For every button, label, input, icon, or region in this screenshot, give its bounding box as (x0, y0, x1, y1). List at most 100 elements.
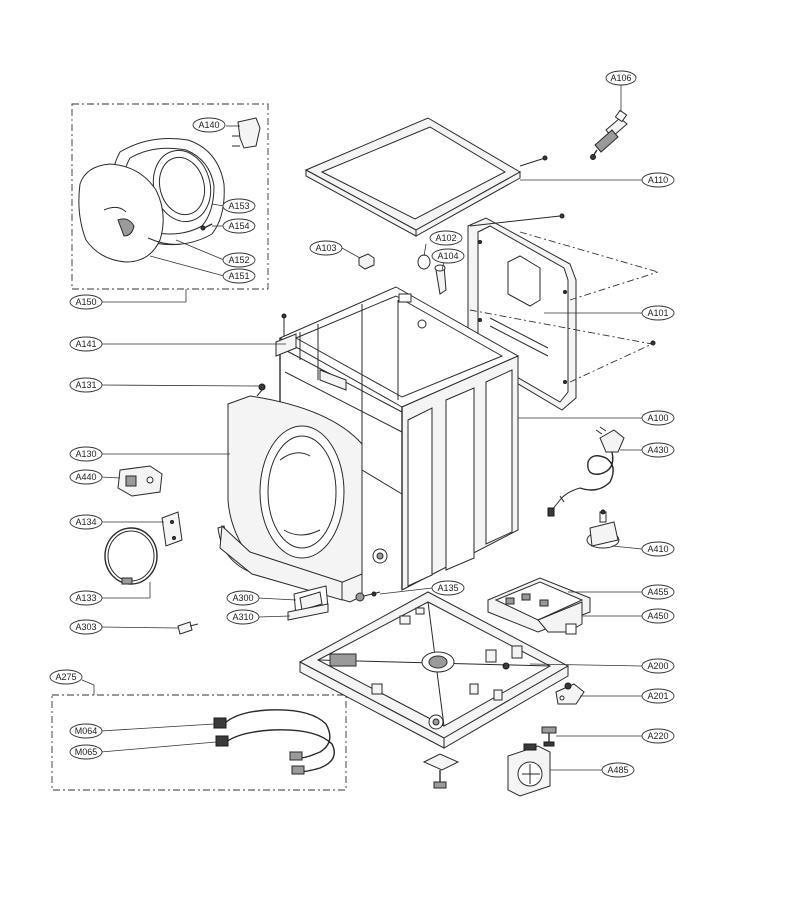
callout-label: M064 (75, 726, 98, 736)
callout-label: A140 (198, 120, 219, 130)
filter-cover (288, 586, 328, 620)
door-hinge (232, 118, 260, 148)
detergent-container (508, 744, 550, 796)
callout-A310[interactable]: A310 (226, 609, 260, 625)
callout-A103[interactable]: A103 (309, 240, 343, 256)
callout-A130[interactable]: A130 (69, 446, 103, 462)
leveling-foot (542, 727, 556, 746)
callout-A303[interactable]: A303 (69, 619, 103, 635)
hose-group-box (51, 694, 347, 791)
callout-A152[interactable]: A152 (222, 252, 256, 268)
callout-label: A106 (610, 73, 631, 83)
top-bracket (276, 334, 346, 390)
door-assembly-group-box (71, 103, 269, 290)
door (79, 139, 224, 263)
callout-A154[interactable]: A154 (222, 218, 256, 234)
door-hook (162, 512, 182, 546)
callout-label: A135 (437, 583, 458, 593)
callout-label: A154 (228, 221, 249, 231)
back-panel (468, 214, 658, 410)
pcb-assembly (488, 578, 590, 634)
drain-pump (587, 510, 619, 548)
callout-label: A100 (647, 413, 668, 423)
gasket-clamp (105, 528, 157, 584)
callout-A430[interactable]: A430 (641, 442, 675, 458)
foot-bracket (424, 754, 458, 788)
callout-A131[interactable]: A131 (69, 377, 103, 393)
callout-A450[interactable]: A450 (641, 608, 675, 624)
top-plate (306, 118, 547, 236)
callout-M065[interactable]: M065 (69, 744, 103, 760)
callout-A104[interactable]: A104 (431, 248, 465, 264)
callout-A440[interactable]: A440 (69, 469, 103, 485)
leader-lines (100, 85, 643, 771)
callout-label: A101 (647, 308, 668, 318)
callout-label: A130 (75, 449, 96, 459)
callout-A200[interactable]: A200 (641, 658, 675, 674)
callout-label: A200 (647, 661, 668, 671)
callout-label: A440 (75, 472, 96, 482)
callout-label: A201 (647, 691, 668, 701)
inlet-hoses (214, 710, 334, 774)
callout-label: A150 (75, 297, 96, 307)
callout-label: A430 (647, 445, 668, 455)
callout-A151[interactable]: A151 (222, 268, 256, 284)
callout-A102[interactable]: A102 (429, 230, 463, 246)
callout-label: A110 (648, 175, 668, 185)
callout-M064[interactable]: M064 (69, 723, 103, 739)
callout-A300[interactable]: A300 (226, 590, 260, 606)
nozzle (418, 255, 446, 294)
base-bracket (556, 683, 584, 704)
callout-A275[interactable]: A275 (49, 669, 83, 685)
door-lock (118, 466, 162, 496)
callout-A410[interactable]: A410 (641, 541, 675, 557)
grommet (356, 592, 380, 601)
callout-label: A131 (75, 380, 96, 390)
callout-A110[interactable]: A110 (641, 172, 675, 188)
shock-absorber (591, 110, 628, 159)
filter-screw (178, 622, 198, 634)
callout-A150[interactable]: A150 (69, 294, 103, 310)
power-cord (548, 427, 624, 516)
callout-label: A102 (435, 233, 456, 243)
callout-A101[interactable]: A101 (641, 305, 675, 321)
callout-label: A300 (232, 593, 253, 603)
door-screw (201, 224, 212, 230)
callout-label: A152 (228, 255, 249, 265)
callout-label: A410 (647, 544, 668, 554)
callout-label: A450 (647, 611, 668, 621)
callout-A140[interactable]: A140 (192, 117, 226, 133)
callout-A153[interactable]: A153 (222, 198, 256, 214)
clip (359, 254, 374, 269)
callout-label: A133 (75, 593, 96, 603)
cabinet (280, 287, 518, 590)
callout-A106[interactable]: A106 (605, 70, 637, 86)
callout-label: A303 (75, 622, 96, 632)
callout-label: M065 (75, 747, 98, 757)
callout-label: A153 (228, 201, 249, 211)
callout-label: A455 (647, 587, 668, 597)
callout-A455[interactable]: A455 (641, 584, 675, 600)
screw (257, 384, 265, 396)
callout-label: A134 (75, 517, 96, 527)
front-panel (218, 396, 362, 602)
callout-label: A220 (647, 731, 668, 741)
callout-A134[interactable]: A134 (69, 514, 103, 530)
callout-label: A275 (55, 672, 76, 682)
callout-label: A103 (315, 243, 336, 253)
base-frame (300, 592, 568, 748)
callout-label: A151 (228, 271, 249, 281)
callout-label: A141 (75, 339, 96, 349)
callout-label: A104 (437, 251, 458, 261)
callout-A201[interactable]: A201 (641, 688, 675, 704)
callout-label: A310 (232, 612, 253, 622)
callout-A135[interactable]: A135 (431, 580, 465, 596)
callout-A220[interactable]: A220 (641, 728, 675, 744)
callout-label: A485 (607, 765, 628, 775)
callout-A100[interactable]: A100 (641, 410, 675, 426)
callout-A141[interactable]: A141 (69, 336, 103, 352)
callout-A485[interactable]: A485 (601, 762, 635, 778)
callout-A133[interactable]: A133 (69, 590, 103, 606)
